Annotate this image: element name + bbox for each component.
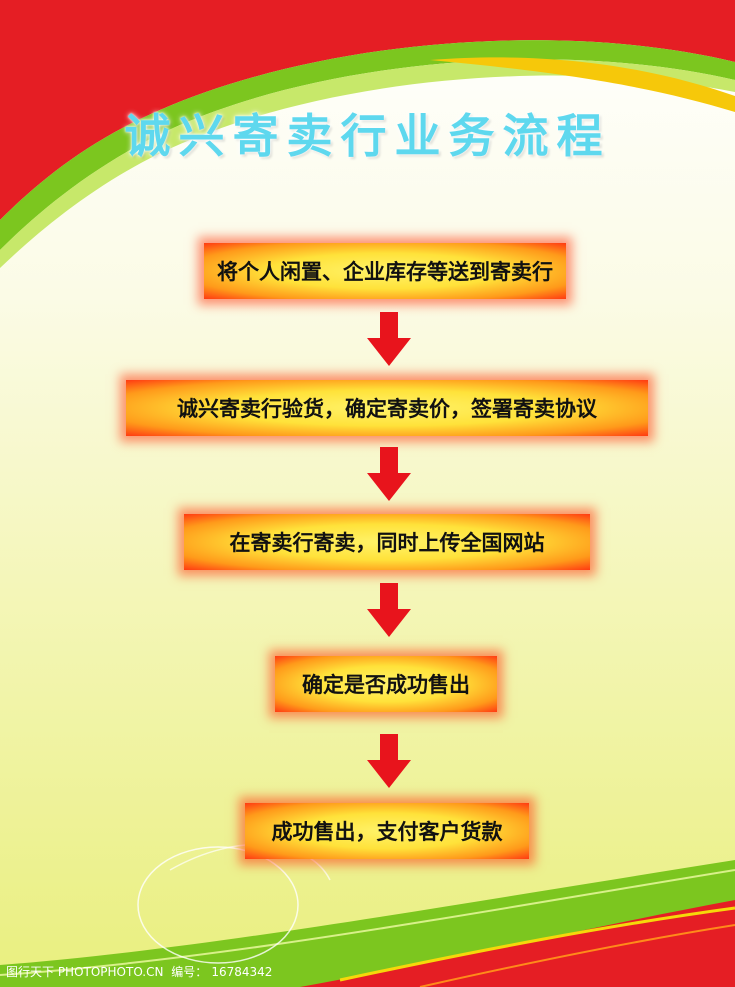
bottom-yellow-line (339, 906, 735, 982)
flow-step-3: 在寄卖行寄卖，同时上传全国网站 (184, 514, 590, 570)
down-arrow-4 (367, 734, 411, 788)
watermark: 图行天下 PHOTOPHOTO.CN 编号：16784342 (6, 963, 276, 980)
watermark-id-value: 16784342 (211, 965, 273, 979)
decorative-circle-left (137, 846, 299, 964)
flow-step-2: 诚兴寄卖行验货，确定寄卖价，签署寄卖协议 (126, 380, 648, 436)
bottom-light-green-line (0, 869, 735, 976)
watermark-site: 图行天下 PHOTOPHOTO.CN (6, 965, 164, 979)
down-arrow-3 (367, 583, 411, 637)
flow-step-5: 成功售出，支付客户货款 (245, 803, 529, 859)
page-title: 诚兴寄卖行业务流程 (124, 109, 611, 163)
down-arrow-1 (367, 312, 411, 366)
flow-step-1: 将个人闲置、企业库存等送到寄卖行 (204, 243, 566, 299)
down-arrow-2 (367, 447, 411, 501)
top-yellow-swoosh (430, 57, 735, 112)
flow-step-4: 确定是否成功售出 (275, 656, 497, 712)
bottom-orange-line (419, 924, 735, 987)
top-red-swoosh (0, 0, 735, 220)
watermark-id-label: 编号： (171, 965, 208, 979)
top-green-swoosh (0, 40, 735, 250)
bottom-red-wave (300, 900, 735, 987)
